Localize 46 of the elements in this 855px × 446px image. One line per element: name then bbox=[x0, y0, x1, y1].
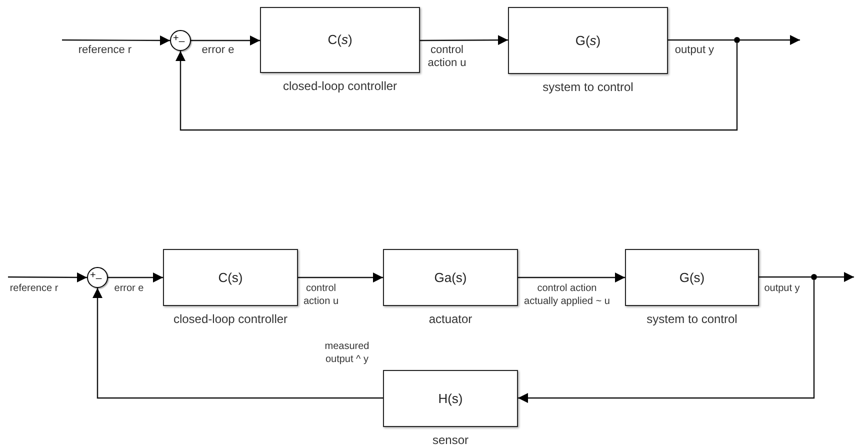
block-label: H(s) bbox=[438, 390, 463, 408]
transfer-function-block bbox=[260, 7, 420, 73]
signal-label: measured output ^ y bbox=[324, 340, 370, 366]
sign-symbol: _ bbox=[179, 33, 185, 43]
block-caption: actuator bbox=[428, 312, 472, 327]
arrow bbox=[420, 35, 508, 46]
transfer-function-block bbox=[163, 249, 298, 306]
signal-label: control action u bbox=[426, 44, 468, 70]
transfer-function-block bbox=[508, 7, 668, 74]
arrow bbox=[62, 35, 170, 46]
signal-label: control action actually applied ~ u bbox=[523, 282, 611, 308]
signal-label: output y bbox=[674, 44, 716, 57]
arrow bbox=[817, 272, 854, 282]
block-caption: sensor bbox=[432, 433, 469, 446]
summing-junction bbox=[170, 30, 191, 51]
arrow bbox=[740, 35, 800, 45]
transfer-function-block bbox=[383, 249, 518, 306]
block-caption: system to control bbox=[646, 312, 738, 327]
block-label: C(s) bbox=[218, 268, 243, 287]
transfer-function-block bbox=[625, 249, 759, 306]
transfer-function-block bbox=[383, 370, 518, 427]
arrow bbox=[92, 288, 383, 399]
signal-label: reference r bbox=[77, 44, 133, 57]
block-caption: closed-loop controller bbox=[173, 312, 288, 327]
arrow bbox=[191, 36, 260, 46]
arrow bbox=[108, 272, 163, 282]
sign-symbol: + bbox=[90, 271, 96, 281]
block-label: Ga(s) bbox=[434, 268, 467, 287]
block-label: G(s) bbox=[575, 32, 601, 50]
signal-label: error e bbox=[200, 44, 236, 57]
arrow bbox=[518, 280, 815, 403]
block-caption: closed-loop controller bbox=[282, 79, 398, 94]
signal-label: output y bbox=[763, 282, 801, 295]
arrow bbox=[8, 272, 87, 282]
signal-label: error e bbox=[113, 282, 145, 295]
signal-label: control action u bbox=[302, 282, 340, 308]
arrow bbox=[298, 272, 383, 282]
sign-symbol: _ bbox=[96, 270, 102, 280]
signal-label: reference r bbox=[8, 282, 60, 295]
arrow bbox=[176, 43, 738, 131]
summing-junction bbox=[87, 267, 108, 288]
sign-symbol: + bbox=[173, 34, 179, 44]
block-caption: system to control bbox=[542, 80, 634, 95]
block-label: C(s) bbox=[328, 31, 352, 50]
block-label: G(s) bbox=[679, 268, 705, 287]
arrow bbox=[518, 272, 625, 282]
